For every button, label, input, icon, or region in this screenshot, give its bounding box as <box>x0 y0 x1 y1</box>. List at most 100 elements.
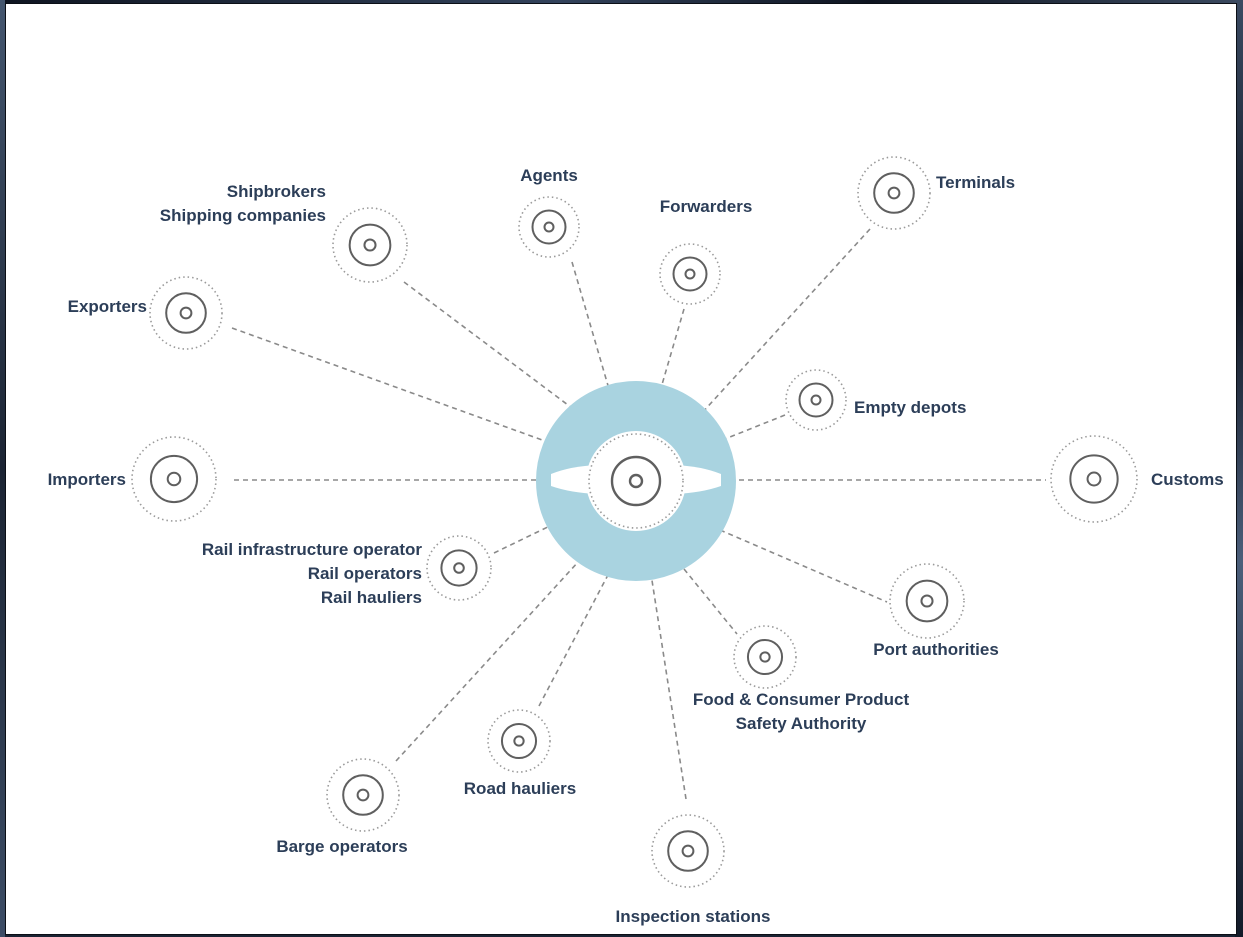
label-line: Empty depots <box>854 398 966 417</box>
edge-food-safety <box>683 568 738 635</box>
label-line: Rail infrastructure operator <box>202 540 422 559</box>
node-target-icon <box>348 223 392 267</box>
node-target-icon <box>500 722 538 760</box>
label-line: Inspection stations <box>616 907 771 926</box>
node-dotted-ring <box>332 207 408 283</box>
node-target-icon <box>905 579 949 623</box>
edge-port-authorities <box>719 529 888 603</box>
edge-shipbrokers <box>403 281 577 412</box>
label-port-authorities: Port authorities <box>873 640 999 659</box>
node-target-icon <box>672 256 708 292</box>
node-dotted-ring <box>659 243 721 305</box>
label-barge-operators: Barge operators <box>276 837 407 856</box>
node-target-center <box>887 186 901 200</box>
node-target-center <box>759 651 771 663</box>
node-dotted-ring <box>131 436 217 522</box>
background-strip-right <box>1235 0 1243 937</box>
hub-dotted-ring <box>588 433 684 529</box>
label-inspection-stations: Inspection stations <box>616 907 771 926</box>
diagram-nodes <box>131 156 1138 888</box>
edge-forwarders <box>660 308 685 389</box>
node-target-center <box>453 562 465 574</box>
edge-road-hauliers <box>538 572 610 707</box>
label-line: Forwarders <box>660 197 753 216</box>
node-exporters <box>149 276 223 350</box>
node-port-authorities <box>889 563 965 639</box>
node-target-center <box>681 844 695 858</box>
edge-exporters <box>231 327 557 446</box>
diagram-edges <box>231 228 1046 800</box>
node-terminals <box>857 156 931 230</box>
label-line: Port authorities <box>873 640 999 659</box>
node-target-icon <box>798 382 834 418</box>
node-dotted-ring <box>733 625 797 689</box>
node-shipbrokers <box>332 207 408 283</box>
node-dotted-ring <box>857 156 931 230</box>
edge-terminals <box>700 228 871 415</box>
label-line: Rail operators <box>308 564 422 583</box>
node-road-hauliers <box>487 709 551 773</box>
node-dotted-ring <box>518 196 580 258</box>
node-customs <box>1050 435 1138 523</box>
node-target-center <box>166 471 182 487</box>
label-line: Food & Consumer Product <box>693 690 910 709</box>
label-line: Shipping companies <box>160 206 326 225</box>
node-target-center <box>179 306 193 320</box>
node-target-icon <box>149 454 199 504</box>
node-dotted-ring <box>785 369 847 431</box>
node-target-center <box>1086 471 1102 487</box>
label-line: Barge operators <box>276 837 407 856</box>
label-customs: Customs <box>1151 470 1224 489</box>
label-importers: Importers <box>48 470 126 489</box>
node-dotted-ring <box>889 563 965 639</box>
edge-rail <box>493 522 557 554</box>
label-line: Agents <box>520 166 578 185</box>
node-target-center <box>363 238 377 252</box>
node-dotted-ring <box>487 709 551 773</box>
hub-icon-ring <box>610 455 662 507</box>
node-target-icon <box>165 292 207 334</box>
node-target-icon <box>873 172 915 214</box>
label-terminals: Terminals <box>936 173 1015 192</box>
node-target-center <box>684 268 696 280</box>
node-target-center <box>513 735 525 747</box>
node-dotted-ring <box>326 758 400 832</box>
edge-inspection-stations <box>650 573 687 800</box>
node-target-icon <box>1069 454 1119 504</box>
node-food-safety <box>733 625 797 689</box>
node-target-icon <box>440 549 478 587</box>
label-exporters: Exporters <box>68 297 147 316</box>
node-target-icon <box>746 638 784 676</box>
edge-barge-operators <box>395 560 580 762</box>
edge-agents <box>571 261 610 390</box>
label-empty-depots: Empty depots <box>854 398 966 417</box>
node-target-center <box>920 594 934 608</box>
node-target-center <box>810 394 822 406</box>
hub-icon-center <box>628 473 644 489</box>
node-target-center <box>356 788 370 802</box>
label-agents: Agents <box>520 166 578 185</box>
node-agents <box>518 196 580 258</box>
node-target-icon <box>342 774 384 816</box>
label-line: Importers <box>48 470 126 489</box>
label-road-hauliers: Road hauliers <box>464 779 576 798</box>
node-inspection-stations <box>651 814 725 888</box>
label-forwarders: Forwarders <box>660 197 753 216</box>
label-line: Shipbrokers <box>227 182 326 201</box>
label-line: Road hauliers <box>464 779 576 798</box>
label-line: Customs <box>1151 470 1224 489</box>
hub-notch-left <box>551 465 598 494</box>
label-line: Exporters <box>68 297 147 316</box>
hub-notch-right <box>674 465 721 494</box>
node-dotted-ring <box>426 535 492 601</box>
background-strip-left <box>0 0 5 937</box>
node-dotted-ring <box>149 276 223 350</box>
node-target-icon <box>667 830 709 872</box>
node-target-icon <box>531 209 567 245</box>
label-line: Safety Authority <box>736 714 867 733</box>
